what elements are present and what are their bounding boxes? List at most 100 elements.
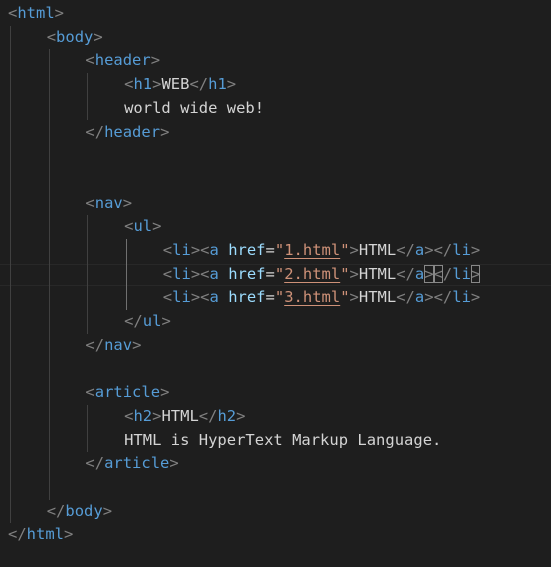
code-line[interactable]: [0, 476, 551, 500]
code-punctuation: >: [190, 241, 201, 259]
code-punctuation: <: [124, 406, 134, 425]
code-tag-name: a: [414, 241, 425, 259]
code-punctuation: <: [124, 75, 134, 94]
indent-guide: [48, 49, 50, 500]
code-punctuation: <: [85, 383, 95, 402]
code-punctuation: >: [93, 27, 103, 46]
code-text: [219, 241, 228, 259]
code-punctuation: >: [470, 264, 481, 283]
code-string: ": [340, 241, 350, 259]
code-text: world wide web!: [124, 98, 265, 117]
code-punctuation: >: [161, 312, 171, 331]
code-punctuation: >: [160, 383, 170, 402]
code-line[interactable]: [0, 168, 551, 192]
code-punctuation: </: [189, 75, 209, 94]
code-text: [219, 265, 228, 283]
code-tag-name: h2: [133, 406, 153, 425]
code-line[interactable]: </html>: [0, 523, 551, 547]
code-tag-name: nav: [104, 335, 133, 354]
code-attribute: href: [228, 288, 266, 307]
code-line[interactable]: <body>: [0, 26, 551, 50]
code-punctuation: </: [85, 335, 105, 354]
code-text: HTML: [358, 264, 397, 283]
code-punctuation: <: [8, 4, 18, 22]
code-punctuation: >: [349, 241, 359, 259]
code-text: HTML: [358, 241, 397, 259]
indent-guide: [87, 215, 89, 334]
code-punctuation: >: [190, 264, 201, 283]
code-punctuation: >: [160, 122, 170, 141]
code-punctuation: <: [85, 193, 95, 212]
code-punctuation: </: [85, 454, 105, 473]
code-tag-name: nav: [94, 193, 123, 212]
code-punctuation: >: [190, 288, 201, 307]
indent-guide: [10, 25, 11, 524]
code-operator: =: [265, 241, 275, 259]
code-tag-name: h1: [208, 75, 227, 94]
code-line[interactable]: [0, 358, 551, 382]
code-text: HTML is HyperText Markup Language.: [124, 430, 442, 449]
code-line[interactable]: <article>: [0, 381, 551, 405]
code-punctuation: </: [396, 264, 415, 283]
code-line[interactable]: <ul>: [0, 215, 551, 239]
code-tag-name: h1: [133, 75, 153, 94]
code-punctuation: <: [85, 51, 95, 70]
code-punctuation: >: [150, 51, 161, 70]
code-tag-name: ul: [133, 217, 153, 236]
code-tag-name: body: [65, 501, 103, 520]
code-tag-name: header: [104, 122, 161, 141]
code-operator: =: [265, 264, 275, 283]
code-line[interactable]: world wide web!: [0, 97, 551, 121]
code-line[interactable]: </body>: [0, 500, 551, 524]
code-line[interactable]: <li><a href="2.html">HTML</a></li>: [0, 263, 551, 287]
code-line[interactable]: </header>: [0, 121, 551, 145]
code-string: ": [274, 264, 285, 283]
code-tag-name: a: [209, 241, 219, 259]
code-line[interactable]: <html>: [0, 2, 551, 26]
code-punctuation: >: [102, 501, 113, 520]
code-line[interactable]: </nav>: [0, 334, 551, 358]
code-line[interactable]: </ul>: [0, 310, 551, 334]
code-punctuation: >: [424, 241, 434, 259]
code-punctuation: <: [433, 264, 443, 283]
code-text: HTML: [161, 406, 199, 425]
code-punctuation: >: [132, 335, 142, 354]
code-punctuation: >: [152, 75, 162, 94]
code-punctuation: </: [433, 288, 453, 307]
code-punctuation: >: [122, 193, 133, 212]
code-string: 1.html: [284, 241, 341, 259]
code-line[interactable]: <nav>: [0, 192, 551, 216]
code-text: HTML: [358, 288, 397, 307]
code-punctuation: <: [46, 27, 57, 46]
code-punctuation: >: [236, 406, 246, 425]
code-tag-name: a: [209, 264, 219, 283]
code-string: ": [340, 288, 350, 307]
code-punctuation: <: [162, 264, 173, 283]
code-tag-name: article: [104, 454, 170, 473]
code-line[interactable]: <h2>HTML</h2>: [0, 405, 551, 429]
code-punctuation: <: [124, 217, 134, 236]
code-text: WEB: [161, 75, 190, 94]
code-tag-name: ul: [142, 312, 162, 331]
code-tag-name: a: [414, 264, 425, 283]
code-punctuation: >: [470, 288, 481, 307]
indent-guide: [126, 239, 128, 311]
code-punctuation: >: [470, 241, 481, 259]
code-line[interactable]: <li><a href="1.html">HTML</a></li>: [0, 239, 551, 263]
code-punctuation: >: [152, 406, 162, 425]
code-punctuation: </: [46, 501, 66, 520]
code-line[interactable]: </article>: [0, 452, 551, 476]
code-tag-name: html: [26, 525, 64, 544]
code-tag-name: body: [56, 27, 94, 46]
code-line[interactable]: HTML is HyperText Markup Language.: [0, 429, 551, 453]
code-line[interactable]: <header>: [0, 49, 551, 73]
code-attribute: href: [228, 264, 266, 283]
code-punctuation: >: [349, 288, 359, 307]
code-line[interactable]: <li><a href="3.html">HTML</a></li>: [0, 286, 551, 310]
code-tag-name: li: [452, 264, 471, 283]
code-line[interactable]: <h1>WEB</h1>: [0, 73, 551, 97]
code-punctuation: </: [85, 122, 105, 141]
code-line[interactable]: [0, 144, 551, 168]
code-punctuation: >: [54, 4, 65, 22]
